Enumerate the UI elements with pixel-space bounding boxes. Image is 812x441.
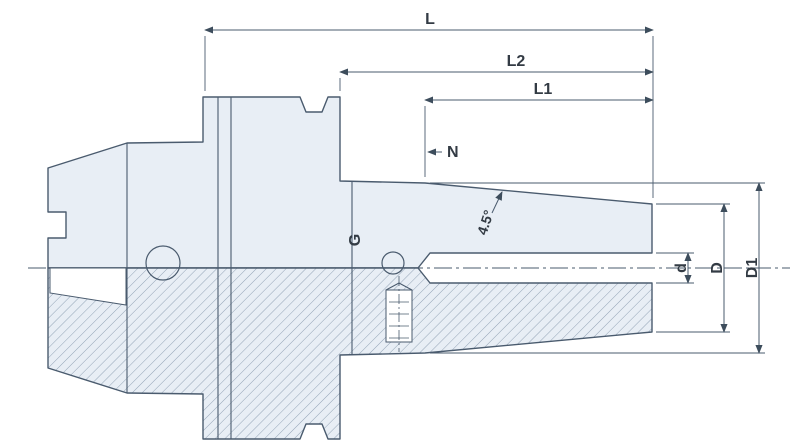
dimension-labels: L L2 L1 N G 4.5° d D D1 bbox=[347, 11, 761, 278]
extension-lines bbox=[204, 36, 765, 354]
dim-label-L: L bbox=[425, 11, 435, 28]
dim-label-angle: 4.5° bbox=[474, 208, 497, 237]
dim-label-d: d bbox=[673, 263, 690, 273]
dim-label-D1: D1 bbox=[744, 258, 761, 279]
dimension-lines bbox=[204, 26, 763, 354]
part-outline-upper bbox=[47, 96, 653, 269]
dim-label-G: G bbox=[347, 234, 364, 246]
collar-side-hole bbox=[381, 251, 405, 275]
leader-angle bbox=[491, 191, 503, 214]
flange-side-hole bbox=[145, 245, 181, 281]
dim-label-L1: L1 bbox=[534, 81, 553, 98]
dim-label-N: N bbox=[447, 144, 459, 161]
part-geometry bbox=[47, 96, 653, 440]
dim-label-L2: L2 bbox=[507, 53, 526, 70]
dim-label-D: D bbox=[709, 262, 726, 274]
part-section-lower-hatch bbox=[47, 267, 653, 440]
thread-hole bbox=[385, 276, 413, 352]
